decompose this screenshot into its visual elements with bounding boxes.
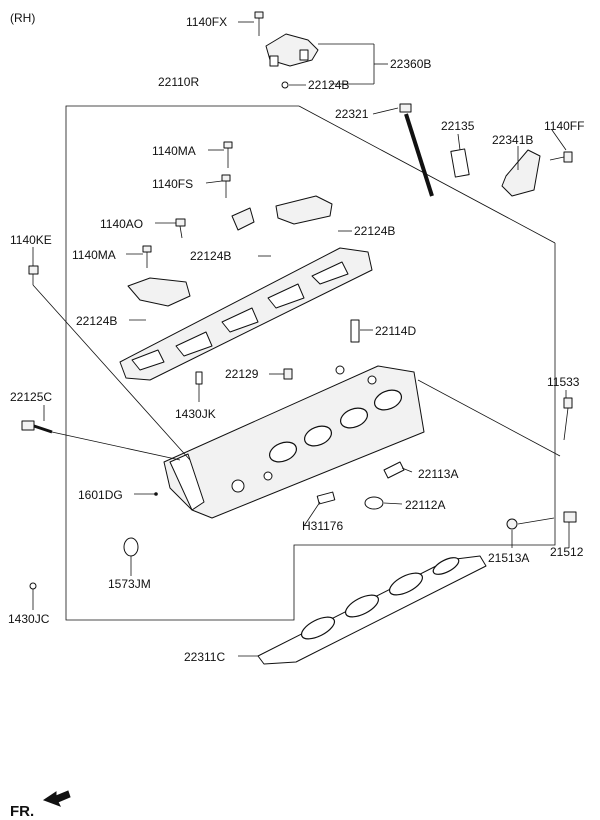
bracket-22360B bbox=[318, 43, 388, 85]
label-22110R: 22110R bbox=[158, 75, 199, 89]
label-H31176: H31176 bbox=[302, 519, 343, 533]
arrow-front-icon bbox=[42, 790, 71, 807]
pin-1430JC bbox=[29, 582, 37, 590]
label-22125C: 22125C bbox=[10, 390, 52, 404]
label-22124B-mid-right: 22124B bbox=[354, 224, 395, 238]
pin-1430JK bbox=[195, 371, 203, 385]
seal-1573JM bbox=[123, 537, 139, 557]
plug-22129 bbox=[283, 368, 293, 380]
head-bolt-22321 bbox=[399, 103, 434, 197]
label-22124B-top: 22124B bbox=[308, 78, 349, 92]
dowel-top bbox=[281, 81, 289, 89]
label-22113A: 22113A bbox=[418, 467, 458, 481]
label-1573JM: 1573JM bbox=[108, 577, 151, 591]
label-1140KE: 1140KE bbox=[10, 233, 52, 247]
label-21513A: 21513A bbox=[488, 551, 529, 565]
label-22311C: 22311C bbox=[184, 650, 225, 664]
label-21512: 21512 bbox=[550, 545, 584, 559]
label-22114D: 22114D bbox=[375, 324, 416, 338]
leader-dot bbox=[154, 492, 158, 496]
callout-labels: 1140FX 22360B 22124B 22110R 22321 22135 … bbox=[8, 15, 584, 664]
bolt-1140FX bbox=[254, 11, 264, 36]
leader-lines bbox=[32, 21, 570, 657]
label-1140AO: 1140AO bbox=[100, 217, 143, 231]
label-1140FS: 1140FS bbox=[152, 177, 193, 191]
label-11533: 11533 bbox=[547, 375, 580, 389]
front-indicator: FR. bbox=[10, 790, 71, 820]
label-1140FX: 1140FX bbox=[186, 15, 227, 29]
plug-21512 bbox=[563, 511, 577, 523]
head-gasket bbox=[257, 555, 487, 665]
label-22112A: 22112A bbox=[405, 498, 445, 512]
label-1601DG: 1601DG bbox=[78, 488, 123, 502]
variant-label: (RH) bbox=[10, 11, 35, 25]
bolt-1140MA-a bbox=[223, 141, 233, 168]
seal-22112A bbox=[364, 496, 384, 510]
tube-22135 bbox=[450, 148, 470, 178]
front-label: FR. bbox=[10, 803, 34, 820]
label-22124B-left: 22124B bbox=[76, 314, 117, 328]
guide-22125C bbox=[21, 420, 53, 434]
cylinder-head bbox=[163, 365, 425, 519]
label-1140FF: 1140FF bbox=[544, 119, 584, 133]
label-22321: 22321 bbox=[335, 107, 369, 121]
bolt-1140AO bbox=[175, 218, 186, 239]
dowel-22114D bbox=[350, 319, 360, 343]
bolt-1140FS bbox=[221, 174, 231, 198]
seal-22113A bbox=[383, 461, 405, 479]
nut-21513A bbox=[506, 518, 518, 530]
label-1140MA-b: 1140MA bbox=[72, 248, 116, 262]
camshaft-carrier bbox=[119, 195, 373, 381]
hanger-22341B bbox=[501, 149, 541, 197]
label-1430JC: 1430JC bbox=[8, 612, 50, 626]
label-22129: 22129 bbox=[225, 367, 259, 381]
plug-H31176 bbox=[316, 491, 336, 505]
label-22341B: 22341B bbox=[492, 133, 533, 147]
cam-cap-22360B bbox=[265, 33, 319, 67]
stud-11533 bbox=[563, 397, 573, 441]
bolt-1140MA-b bbox=[142, 245, 152, 268]
label-22124B-mid: 22124B bbox=[190, 249, 231, 263]
label-22360B: 22360B bbox=[390, 57, 431, 71]
bolt-1140FF bbox=[549, 151, 573, 163]
bolt-1140KE bbox=[28, 265, 39, 285]
label-22135: 22135 bbox=[441, 119, 475, 133]
label-1140MA-a: 1140MA bbox=[152, 144, 196, 158]
label-1430JK: 1430JK bbox=[175, 407, 216, 421]
